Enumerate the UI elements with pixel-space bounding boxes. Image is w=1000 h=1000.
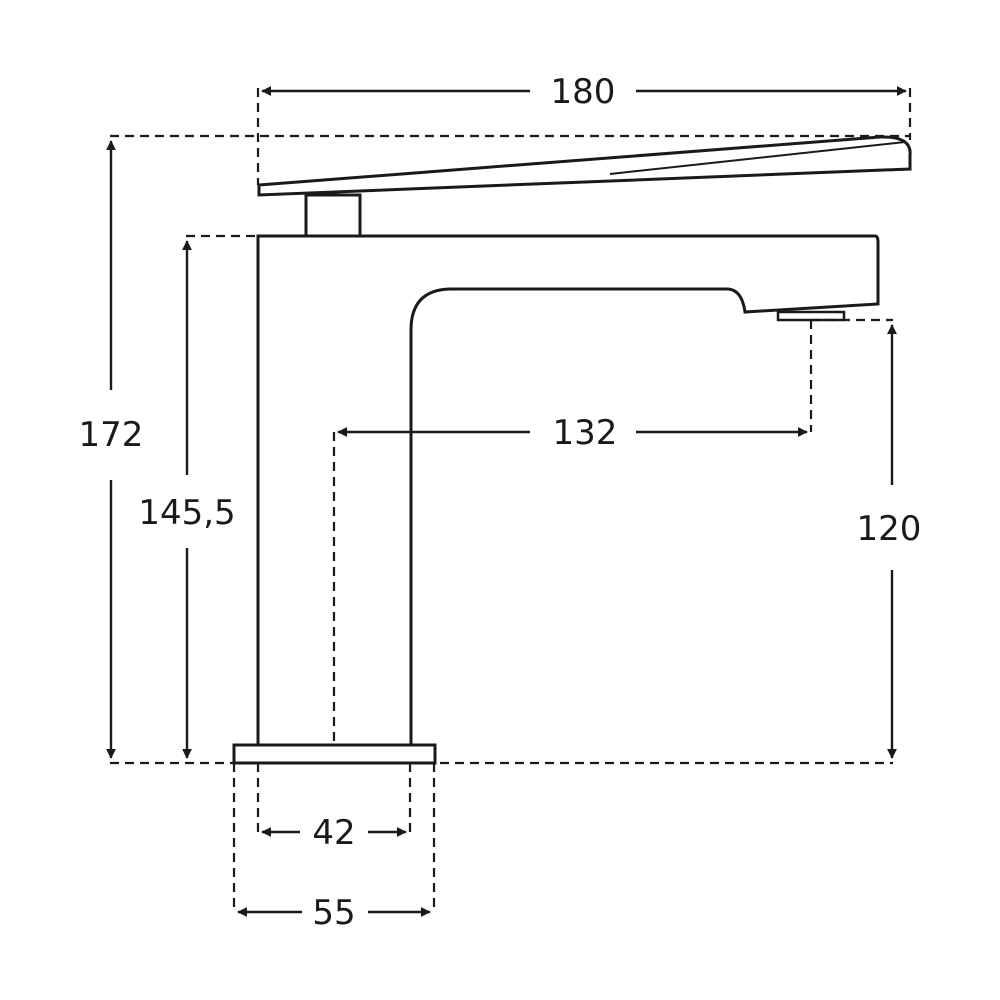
aerator bbox=[776, 310, 846, 322]
label-total-height: 172 bbox=[79, 415, 144, 455]
dimension-body-width: 42 bbox=[261, 813, 407, 853]
base-plate bbox=[232, 743, 437, 765]
dimension-base-width: 55 bbox=[237, 893, 431, 933]
label-outlet-height: 120 bbox=[857, 509, 922, 549]
dimension-body-height: 145,5 bbox=[138, 240, 236, 759]
label-total-width: 180 bbox=[551, 72, 616, 112]
cartridge-neck bbox=[304, 193, 362, 238]
label-spout-reach: 132 bbox=[553, 413, 618, 453]
lever-handle bbox=[257, 135, 912, 197]
label-base-width: 55 bbox=[312, 893, 355, 933]
extension-lines bbox=[110, 88, 912, 912]
dimension-spout-reach: 132 bbox=[337, 413, 808, 453]
dimension-total-width: 180 bbox=[261, 72, 907, 112]
label-body-width: 42 bbox=[312, 813, 355, 853]
dimension-total-height: 172 bbox=[79, 140, 144, 759]
faucet-body bbox=[256, 234, 880, 745]
label-body-height: 145,5 bbox=[138, 493, 235, 533]
lever-handle-edge bbox=[609, 141, 906, 175]
dimension-outlet-height: 120 bbox=[857, 324, 922, 759]
